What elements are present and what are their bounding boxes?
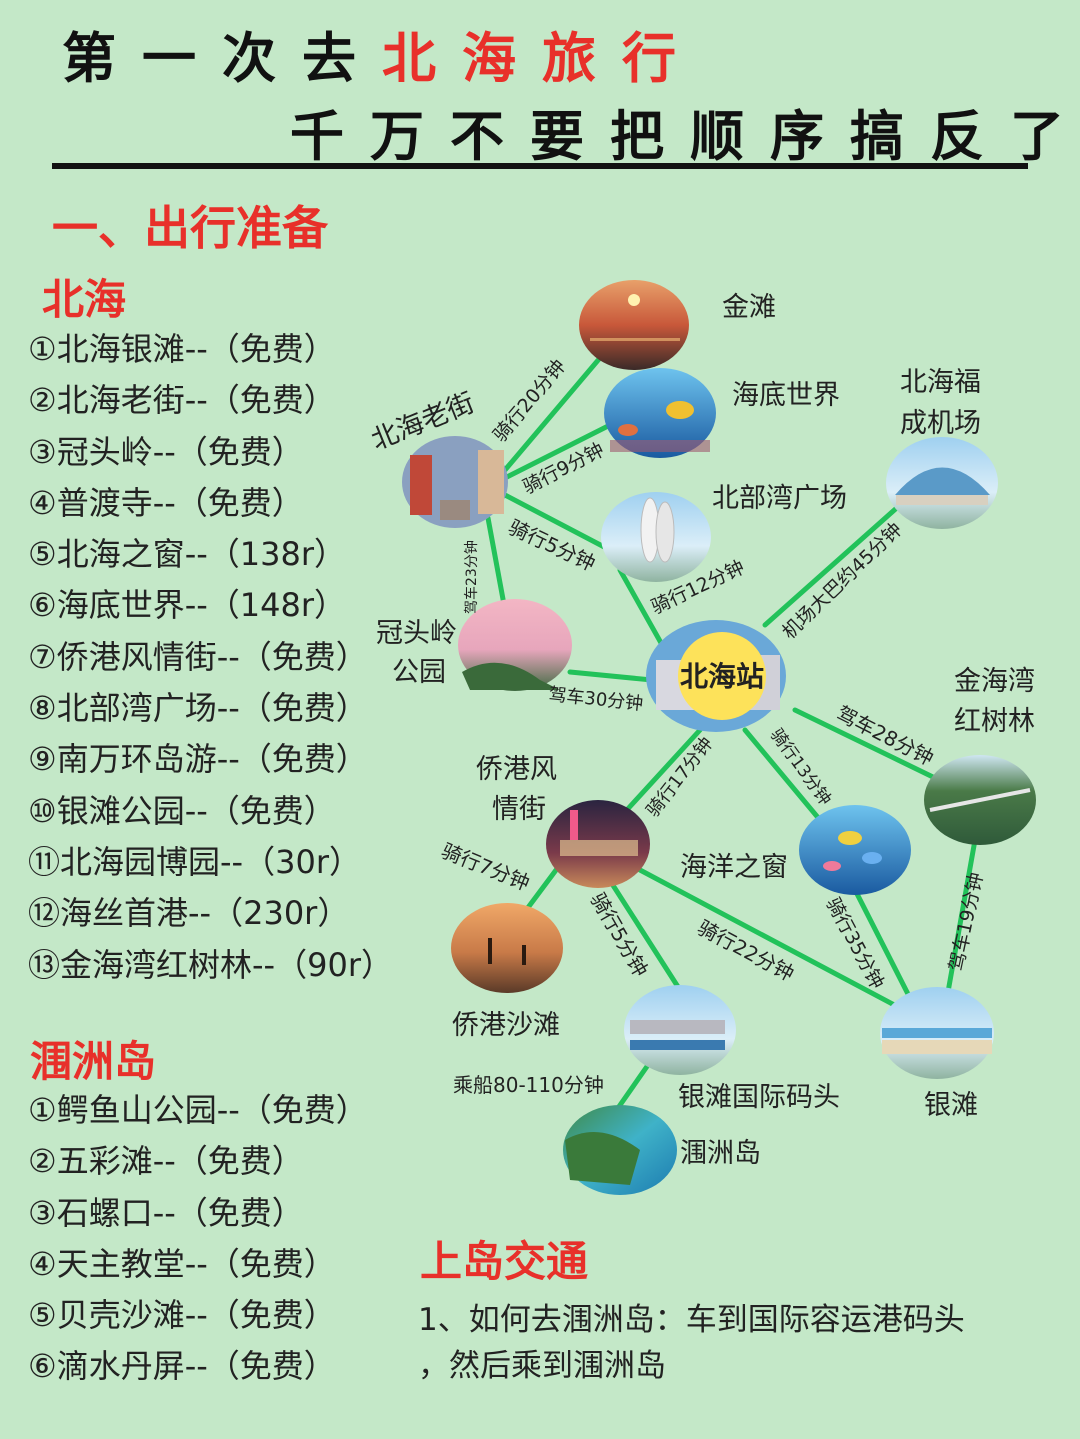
route-label: 骑行35分钟 (822, 894, 888, 993)
list-item: ⑩银滩公园--（免费） (28, 791, 336, 830)
transport-line-1: 1、如何去涠洲岛：车到国际容运港码头 (418, 1302, 965, 1338)
node-yintan-pier-photo (624, 985, 736, 1075)
list-item: ②五彩滩--（免费） (28, 1142, 304, 1181)
node-beibuwan-photo (601, 492, 711, 582)
route-line (502, 417, 623, 481)
place-label-beibuwan: 北部湾广场 (712, 483, 847, 514)
list-item: ⑤北海之窗--（138r） (28, 535, 347, 574)
place-label-airport: 成机场 (900, 408, 981, 439)
transport-line-2: ，然后乘到涠洲岛 (418, 1348, 666, 1384)
list-item: ③冠头岭--（免费） (28, 432, 304, 471)
route-line (615, 1062, 651, 1111)
node-qiaogang-photo (546, 800, 650, 888)
list-item: ⑤贝壳沙滩--（免费） (28, 1296, 336, 1335)
place-label-jinhaiwan: 红树林 (954, 706, 1035, 737)
list-item: ④普渡寺--（免费） (28, 483, 304, 522)
place-label-guantou: 冠头岭 (376, 618, 457, 649)
title-red-part: 北海旅行 (382, 27, 702, 90)
place-label-haidi: 海底世界 (732, 380, 840, 411)
place-label-airport: 北海福 (900, 367, 981, 398)
route-label: 驾车19分钟 (945, 870, 987, 973)
place-label-qiaogang: 侨港风 (476, 754, 557, 785)
place-label-jinhaiwan: 金海湾 (954, 666, 1035, 697)
place-label-guantou: 公园 (392, 657, 446, 688)
node-yintan-photo (880, 987, 994, 1079)
node-guantou-photo (458, 599, 572, 691)
beihai-heading: 北海 (42, 275, 127, 324)
list-item: ⑦侨港风情街--（免费） (28, 637, 368, 676)
route-label: 骑行7分钟 (438, 838, 533, 895)
list-item: ③石螺口--（免费） (28, 1193, 304, 1232)
route-line (637, 867, 903, 1011)
list-item: ②北海老街--（免费） (28, 381, 336, 420)
place-label-qiaogang: 情街 (492, 794, 546, 825)
list-item: ⑥海底世界--（148r） (28, 586, 347, 625)
node-haidi-photo (604, 368, 716, 458)
place-label-jintan: 金滩 (722, 292, 776, 323)
list-item: ①北海银滩--（免费） (28, 330, 336, 368)
route-line (617, 567, 668, 653)
hub-label: 北海站 (680, 660, 764, 693)
list-item: ④天主教堂--（免费） (28, 1244, 336, 1283)
beihai-list: ①北海银滩--（免费） ②北海老街--（免费） ③冠头岭--（免费） ④普渡寺-… (28, 324, 393, 991)
route-line (567, 669, 655, 683)
list-item: ①鳄鱼山公园--（免费） (28, 1091, 368, 1129)
title-line-1: 第一次去北海旅行 (62, 14, 702, 93)
transport-heading: 上岛交通 (420, 1237, 589, 1286)
route-line (945, 837, 978, 995)
place-label-qiaogang-beach: 侨港沙滩 (452, 1010, 560, 1041)
node-hub-photo (646, 620, 786, 732)
list-item: ⑨南万环岛游--（免费） (28, 740, 368, 779)
node-jintan-photo (579, 280, 689, 370)
place-label-yintan: 银滩 (924, 1090, 978, 1121)
node-haiyang-photo (799, 805, 911, 895)
node-weizhou-photo (563, 1105, 677, 1195)
list-item: ⑧北部湾广场--（免费） (28, 689, 368, 728)
weizhou-list: ①鳄鱼山公园--（免费） ②五彩滩--（免费） ③石螺口--（免费） ④天主教堂… (28, 1085, 368, 1393)
node-jinhaiwan-photo (924, 755, 1036, 845)
route-line (762, 502, 903, 628)
place-label-yintan-pier: 银滩国际码头 (678, 1082, 840, 1113)
route-line (847, 877, 913, 1001)
list-item: ⑫海丝首港--（230r） (28, 894, 350, 933)
title-line-2: 千万不要把顺序搞反了 (290, 105, 1080, 168)
route-lines (485, 349, 978, 1111)
place-label-weizhou: 涠洲岛 (680, 1138, 761, 1169)
route-label: 骑行20分钟 (489, 355, 570, 446)
node-airport-photo (886, 437, 998, 529)
route-line (502, 349, 608, 473)
place-label-haiyang: 海洋之窗 (680, 852, 788, 883)
section-title: 一、出行准备 (52, 201, 328, 255)
route-label: 机场大巴约45分钟 (778, 519, 906, 644)
weizhou-heading: 涠洲岛 (30, 1037, 157, 1086)
list-item: ⑪北海园博园--（30r） (28, 842, 361, 881)
route-label: 驾车30分钟 (547, 684, 644, 715)
route-line (485, 515, 508, 613)
route-line (502, 492, 613, 553)
title-divider (52, 163, 1028, 169)
node-laojie-photo (402, 436, 508, 528)
route-line (622, 727, 703, 815)
list-item: ⑥滴水丹屏--（免费） (28, 1347, 336, 1386)
title-black-part: 第一次去 (62, 27, 382, 90)
route-label: 驾车23分钟 (463, 540, 480, 614)
list-item: ⑬金海湾红树林--（90r） (28, 945, 393, 984)
route-label: 乘船80-110分钟 (453, 1073, 604, 1097)
route-line (792, 707, 938, 781)
node-qiaogang-beach-photo (451, 903, 563, 993)
route-label: 骑行5分钟 (505, 515, 599, 576)
